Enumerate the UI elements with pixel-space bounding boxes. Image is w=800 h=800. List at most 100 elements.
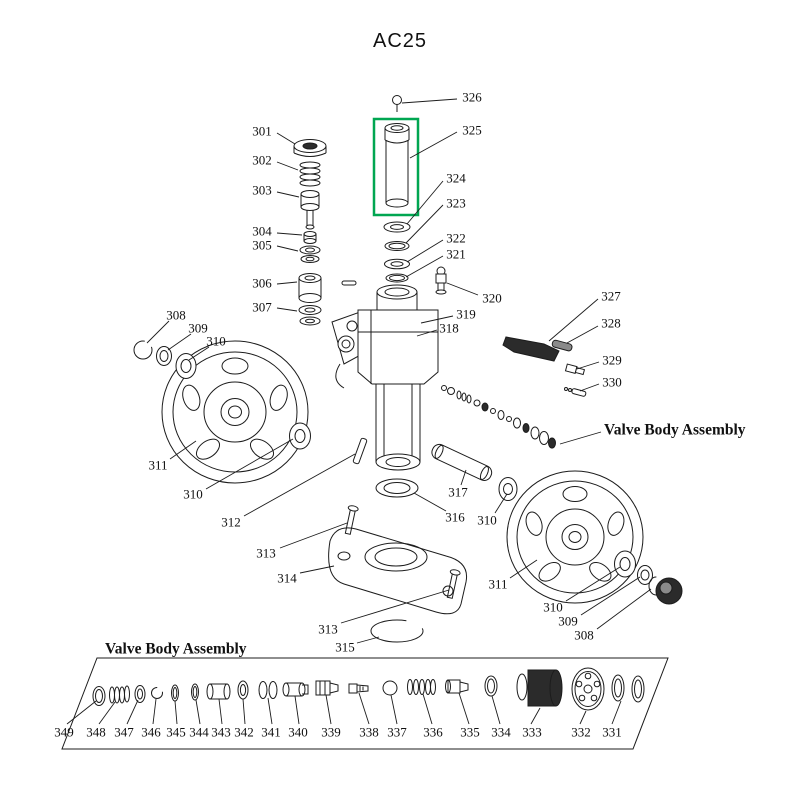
leader-line bbox=[195, 699, 201, 725]
highlight-box bbox=[372, 117, 420, 217]
right-wheel bbox=[506, 470, 644, 604]
part-label: 342 bbox=[234, 724, 254, 740]
part-label: 316 bbox=[445, 509, 465, 525]
leader-line bbox=[276, 245, 299, 252]
part-label: 306 bbox=[252, 275, 272, 291]
part-label: 309 bbox=[558, 613, 578, 629]
base-bracket-parts bbox=[328, 505, 468, 643]
leader-line bbox=[276, 281, 298, 285]
leader-line bbox=[152, 698, 157, 725]
part-label: 338 bbox=[359, 724, 379, 740]
left-wheel bbox=[161, 340, 309, 484]
leader-line bbox=[566, 325, 599, 344]
part-label: 328 bbox=[601, 315, 621, 331]
release-handle bbox=[502, 336, 587, 397]
part-label: 331 bbox=[602, 724, 622, 740]
leader-line bbox=[358, 692, 370, 725]
leader-line bbox=[294, 695, 300, 725]
pump-plunger-stack bbox=[293, 139, 327, 326]
part-label: 329 bbox=[602, 352, 622, 368]
leader-line bbox=[276, 191, 300, 198]
part-label: 308 bbox=[166, 307, 186, 323]
part-label: 318 bbox=[439, 320, 459, 336]
leader-line bbox=[576, 361, 600, 370]
leader-line bbox=[276, 307, 298, 312]
part-label: 311 bbox=[148, 457, 168, 473]
part-label: 312 bbox=[221, 514, 241, 530]
part-label: 336 bbox=[423, 724, 443, 740]
leader-line bbox=[205, 438, 294, 490]
part-label: 317 bbox=[448, 484, 468, 500]
leader-line bbox=[340, 589, 450, 624]
left-axle-rings bbox=[133, 340, 311, 450]
part-label: 343 bbox=[211, 724, 231, 740]
leader-line bbox=[458, 692, 470, 725]
leader-line bbox=[460, 469, 467, 486]
part-label: 346 bbox=[141, 724, 161, 740]
part-label: 341 bbox=[261, 724, 281, 740]
leader-line bbox=[530, 707, 541, 725]
part-label: 335 bbox=[460, 724, 480, 740]
part-label: 310 bbox=[543, 599, 563, 615]
part-label: 319 bbox=[456, 306, 476, 322]
leader-line bbox=[491, 695, 501, 725]
part-label: 310 bbox=[183, 486, 203, 502]
leader-line bbox=[405, 204, 444, 244]
part-label: 310 bbox=[206, 333, 226, 349]
leader-line bbox=[126, 699, 139, 725]
vent-bolt bbox=[341, 266, 447, 295]
leader-line bbox=[325, 694, 332, 725]
leader-line bbox=[390, 694, 398, 725]
part-label: 303 bbox=[252, 182, 272, 198]
part-label: 305 bbox=[252, 237, 272, 253]
part-label: 322 bbox=[446, 230, 466, 246]
leader-line bbox=[579, 710, 587, 725]
part-label: 333 bbox=[522, 724, 542, 740]
leader-line bbox=[98, 701, 116, 725]
leader-line bbox=[66, 700, 97, 725]
leader-line bbox=[299, 565, 335, 574]
part-label: 348 bbox=[86, 724, 106, 740]
leader-line bbox=[579, 383, 600, 392]
right-axle-rings bbox=[614, 550, 683, 605]
part-label: 325 bbox=[462, 122, 482, 138]
leader-line bbox=[276, 132, 296, 145]
part-label: 347 bbox=[114, 724, 134, 740]
leader-line bbox=[559, 431, 602, 445]
leader-line bbox=[596, 588, 652, 630]
leader-line bbox=[405, 255, 444, 278]
assembly-label: Valve Body Assembly bbox=[604, 421, 746, 439]
part-label: 310 bbox=[477, 512, 497, 528]
assembly-label: Valve Body Assembly bbox=[105, 640, 247, 658]
leader-line bbox=[422, 693, 433, 725]
diagram-title: AC25 bbox=[372, 30, 428, 52]
valve-chain bbox=[441, 385, 556, 449]
lift-ram-parts bbox=[384, 95, 410, 208]
leader-line bbox=[406, 239, 444, 263]
leader-line bbox=[548, 298, 599, 342]
axle-parts bbox=[352, 437, 518, 501]
leader-line bbox=[446, 282, 479, 296]
pump-body bbox=[331, 284, 439, 471]
part-label: 344 bbox=[189, 724, 209, 740]
part-label: 327 bbox=[601, 288, 621, 304]
part-label: 345 bbox=[166, 724, 186, 740]
part-label: 334 bbox=[491, 724, 511, 740]
leader-line bbox=[565, 566, 621, 602]
leader-line bbox=[401, 98, 458, 104]
leader-line bbox=[356, 636, 380, 644]
part-label: 323 bbox=[446, 195, 466, 211]
part-label: 311 bbox=[488, 576, 508, 592]
part-label: 301 bbox=[252, 123, 272, 139]
part-label: 307 bbox=[252, 299, 272, 315]
leader-line bbox=[494, 493, 508, 514]
leader-line bbox=[413, 492, 447, 512]
leader-line bbox=[146, 320, 170, 344]
part-label: 313 bbox=[256, 545, 276, 561]
leader-line bbox=[420, 315, 454, 324]
leader-line bbox=[242, 698, 246, 725]
part-label: 308 bbox=[574, 627, 594, 643]
